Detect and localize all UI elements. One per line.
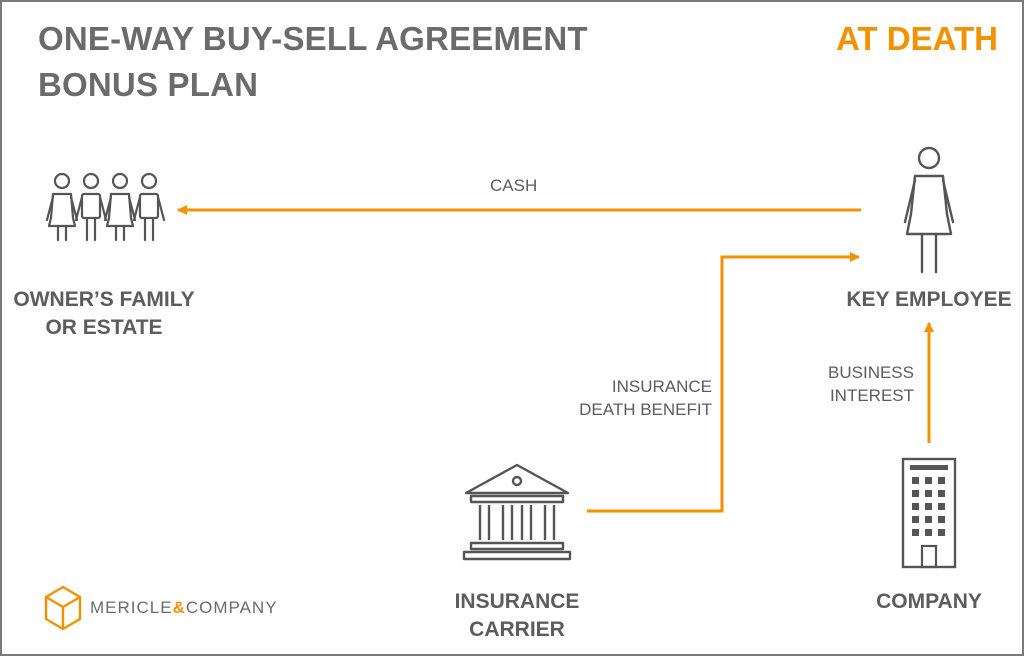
family-icon — [45, 172, 166, 242]
company-logo: MERICLE&COMPANY — [90, 598, 278, 618]
page-title: ONE-WAY BUY-SELL AGREEMENT BONUS PLAN — [38, 16, 588, 108]
logo-text-part2: COMPANY — [185, 598, 278, 617]
title-line-1: ONE-WAY BUY-SELL AGREEMENT — [38, 20, 588, 57]
owners-family-label: OWNER’S FAMILY OR ESTATE — [13, 288, 195, 339]
death-benefit-flow-label: INSURANCE DEATH BENEFIT — [579, 377, 712, 419]
building-icon — [901, 457, 957, 569]
insurance-carrier-label: INSURANCE CARRIER — [454, 590, 580, 641]
company-label: COMPANY — [876, 590, 982, 613]
title-line-2: BONUS PLAN — [38, 66, 259, 103]
logo-text-part1: MERICLE — [90, 598, 173, 617]
cash-flow-label: CASH — [490, 176, 538, 195]
key-employee-label: KEY EMPLOYEE — [846, 288, 1012, 311]
logo-ampersand: & — [172, 598, 186, 617]
bank-icon — [462, 463, 572, 561]
logo-cube-icon — [44, 585, 82, 631]
business-interest-flow-label: BUSINESS INTEREST — [828, 363, 914, 405]
person-icon — [903, 146, 955, 274]
phase-label: AT DEATH — [836, 20, 998, 57]
death-benefit-arrow — [587, 252, 860, 513]
